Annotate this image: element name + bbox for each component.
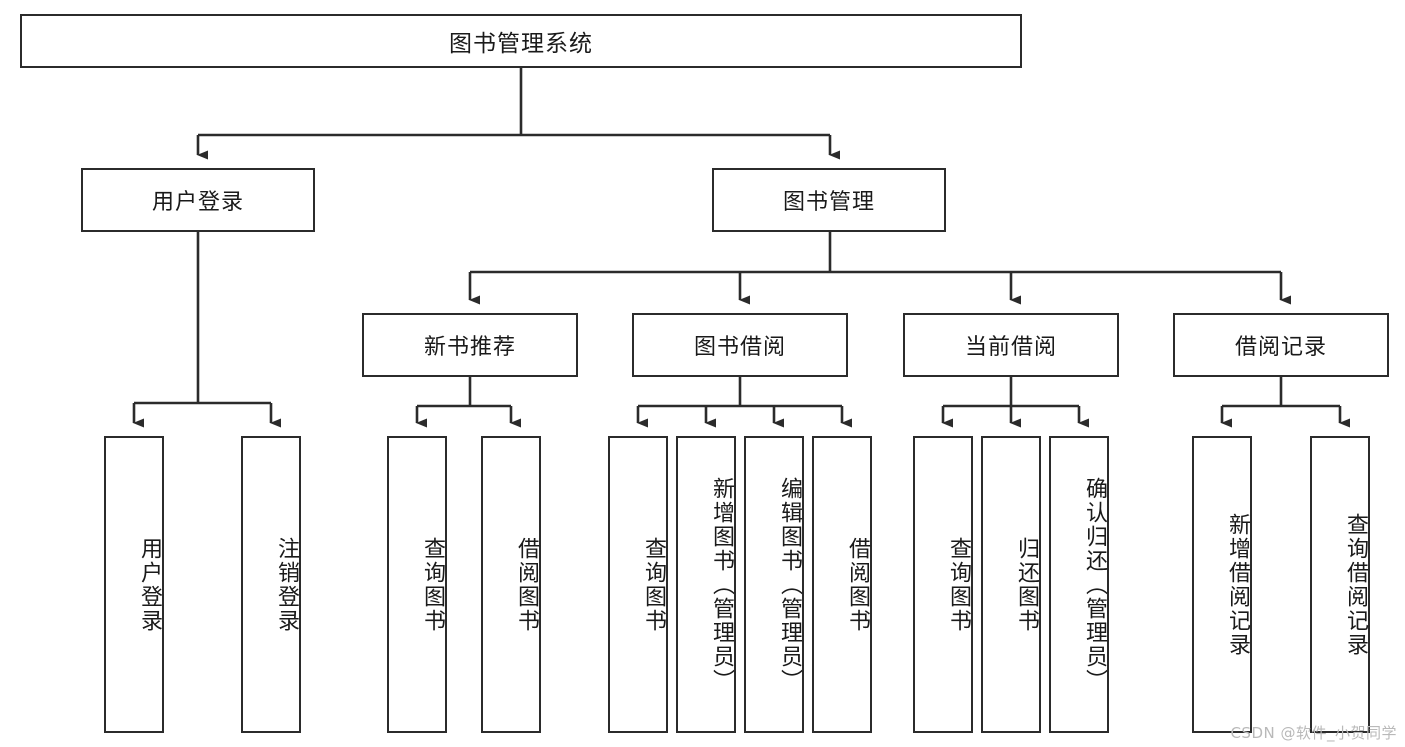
node-user-login[interactable]: 用户登录 <box>81 168 315 232</box>
leaf-user-logout[interactable]: 注销登录 <box>241 436 301 733</box>
leaf-edit-book[interactable]: 编辑图书（管理员） <box>744 436 804 733</box>
node-current-borrow[interactable]: 当前借阅 <box>903 313 1119 377</box>
leaf-query-record[interactable]: 查询借阅记录 <box>1310 436 1370 733</box>
leaf-query-book-1[interactable]: 查询图书 <box>387 436 447 733</box>
leaf-user-login[interactable]: 用户登录 <box>104 436 164 733</box>
node-new-book-rec[interactable]: 新书推荐 <box>362 313 578 377</box>
leaf-query-book-2[interactable]: 查询图书 <box>608 436 668 733</box>
watermark: CSDN @软件_小贺同学 <box>1230 724 1397 742</box>
leaf-add-record[interactable]: 新增借阅记录 <box>1192 436 1252 733</box>
node-borrow-record[interactable]: 借阅记录 <box>1173 313 1389 377</box>
node-root[interactable]: 图书管理系统 <box>20 14 1022 68</box>
leaf-borrow-book-1[interactable]: 借阅图书 <box>481 436 541 733</box>
leaf-confirm-return[interactable]: 确认归还（管理员） <box>1049 436 1109 733</box>
leaf-borrow-book-2[interactable]: 借阅图书 <box>812 436 872 733</box>
node-book-borrow[interactable]: 图书借阅 <box>632 313 848 377</box>
node-book-manage[interactable]: 图书管理 <box>712 168 946 232</box>
leaf-query-book-3[interactable]: 查询图书 <box>913 436 973 733</box>
leaf-add-book[interactable]: 新增图书（管理员） <box>676 436 736 733</box>
leaf-return-book[interactable]: 归还图书 <box>981 436 1041 733</box>
